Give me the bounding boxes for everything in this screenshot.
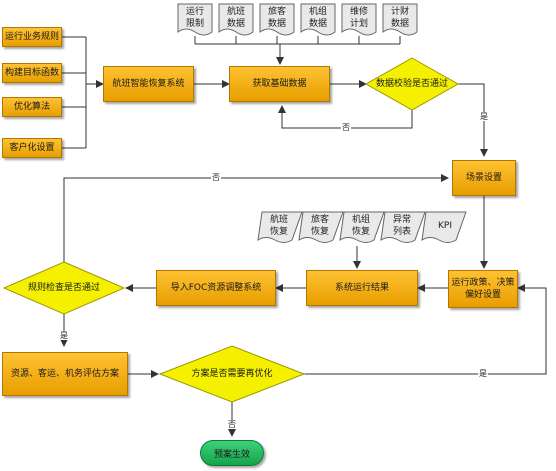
doc-passenger-recovery: 旅客恢复 xyxy=(303,214,337,238)
doc-finance-line1: 计财 xyxy=(390,7,409,17)
doc-shape-flight xyxy=(218,3,254,36)
doc-passenger-recovery-line2: 恢复 xyxy=(310,227,329,237)
doc-shape-constraints xyxy=(177,3,213,36)
import-foc-node[interactable]: 导入FOC资源调整系统 xyxy=(156,270,276,306)
edge-label-data-check-yes: 是 xyxy=(479,112,489,121)
doc-shape-passenger xyxy=(259,3,295,36)
main-row-edges xyxy=(60,80,547,437)
rule-check-label: 规则检查是否通过 xyxy=(27,282,100,293)
doc-shape-passenger-recovery xyxy=(298,211,344,243)
doc-crew-recovery: 机组恢复 xyxy=(344,214,378,238)
input-objective-function[interactable]: 构建目标函数 xyxy=(2,63,62,83)
doc-shape-exceptions xyxy=(380,211,426,243)
doc-crew-line2: 数据 xyxy=(308,19,327,29)
doc-exception-line1: 异常 xyxy=(392,215,411,225)
doc-kpi: KPI xyxy=(428,214,462,238)
evaluate-plan-node[interactable]: 资源、客运、机务评估方案 xyxy=(2,352,128,396)
input-bracket xyxy=(62,36,104,149)
doc-flight-recovery-line1: 航班 xyxy=(269,215,288,225)
input-customization[interactable]: 客户化设置 xyxy=(2,138,62,158)
doc-flight-line1: 航班 xyxy=(226,7,245,17)
doc-crew-data: 机组数据 xyxy=(301,6,335,30)
doc-shape-finance xyxy=(382,3,418,36)
rule-check-diamond xyxy=(2,261,126,315)
doc-flight-line2: 数据 xyxy=(226,19,245,29)
reoptimize-label: 方案是否需要再优化 xyxy=(191,368,273,379)
doc-crew-recovery-line1: 机组 xyxy=(351,215,370,225)
scenario-setting-node[interactable]: 场景设置 xyxy=(452,160,516,196)
doc-shape-flight-recovery xyxy=(257,211,303,243)
doc-exception-line2: 列表 xyxy=(392,227,411,237)
edge-label-reoptimize-yes: 是 xyxy=(478,369,488,378)
system-results-node[interactable]: 系统运行结果 xyxy=(306,270,418,306)
doc-maintenance-line1: 维修 xyxy=(349,7,368,17)
doc-constraints-line1: 运行 xyxy=(185,7,204,17)
doc-shape-crew xyxy=(300,3,336,36)
edge-label-data-check-no: 否 xyxy=(341,123,351,132)
edge-label-rule-check-no: 否 xyxy=(211,173,221,182)
doc-constraints-line2: 限制 xyxy=(185,19,204,29)
doc-exception-list: 异常列表 xyxy=(385,214,419,238)
doc-constraints: 运行限制 xyxy=(178,6,212,30)
input-optimization-algorithm[interactable]: 优化算法 xyxy=(2,97,62,117)
doc-bus xyxy=(194,36,401,65)
top-doc-shapes xyxy=(177,3,418,36)
doc-flight-recovery: 航班恢复 xyxy=(262,214,296,238)
doc-shape-maintenance xyxy=(341,3,377,36)
input-business-rules[interactable]: 运行业务规则 xyxy=(2,27,62,47)
edge-label-rule-check-yes: 是 xyxy=(59,331,69,340)
doc-maintenance-plan: 维修计划 xyxy=(342,6,376,30)
doc-flight-recovery-line2: 恢复 xyxy=(269,227,288,237)
edge-label-reoptimize-no: 否 xyxy=(227,420,237,429)
doc-passenger-line1: 旅客 xyxy=(267,7,286,17)
doc-crew-recovery-line2: 恢复 xyxy=(351,227,370,237)
reoptimize-diamond xyxy=(158,345,306,403)
mid-doc-shapes xyxy=(257,211,467,243)
doc-crew-line1: 机组 xyxy=(308,7,327,17)
plan-effective-terminal[interactable]: 预案生效 xyxy=(200,440,264,466)
policy-preference-node[interactable]: 运行政策、决策偏好设置 xyxy=(448,270,518,308)
data-check-label: 数据校验是否通过 xyxy=(375,78,448,89)
doc-passenger-data: 旅客数据 xyxy=(260,6,294,30)
doc-finance-line2: 数据 xyxy=(390,19,409,29)
doc-passenger-recovery-line1: 旅客 xyxy=(310,215,329,225)
doc-finance-data: 计财数据 xyxy=(383,6,417,30)
doc-flight-data: 航班数据 xyxy=(219,6,253,30)
data-check-diamond xyxy=(364,57,460,111)
recovery-system-node[interactable]: 航班智能恢复系统 xyxy=(103,66,194,102)
doc-shape-crew-recovery xyxy=(339,211,385,243)
get-base-data-node[interactable]: 获取基础数据 xyxy=(229,66,330,102)
doc-passenger-line2: 数据 xyxy=(267,19,286,29)
doc-maintenance-line2: 计划 xyxy=(349,19,368,29)
doc-kpi-line1: KPI xyxy=(438,221,452,231)
doc-shape-kpi xyxy=(421,211,467,243)
